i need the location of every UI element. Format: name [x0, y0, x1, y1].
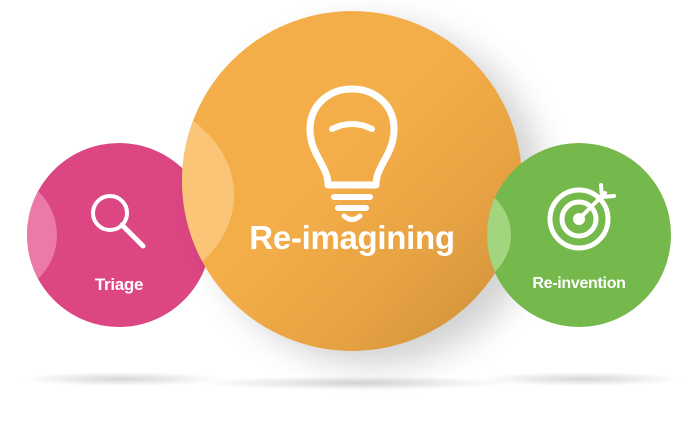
stage-label-triage: Triage	[94, 275, 144, 294]
stage-reimagining: Re-imagining	[182, 11, 522, 351]
stage-label-reinvention: Re-invention	[532, 275, 626, 292]
stage-triage: Triage	[27, 143, 211, 327]
target-icon	[547, 183, 616, 251]
wedge-shadow	[182, 11, 522, 351]
shadow-triage	[22, 372, 222, 386]
shadow-reinvention	[482, 372, 682, 386]
stage-label-reimagining: Re-imagining	[249, 219, 455, 256]
lightbulb-icon	[306, 85, 398, 222]
shadow-reimagining	[200, 376, 510, 390]
magnifier-icon	[91, 194, 146, 249]
stage-reinvention: Re-invention	[487, 143, 671, 327]
